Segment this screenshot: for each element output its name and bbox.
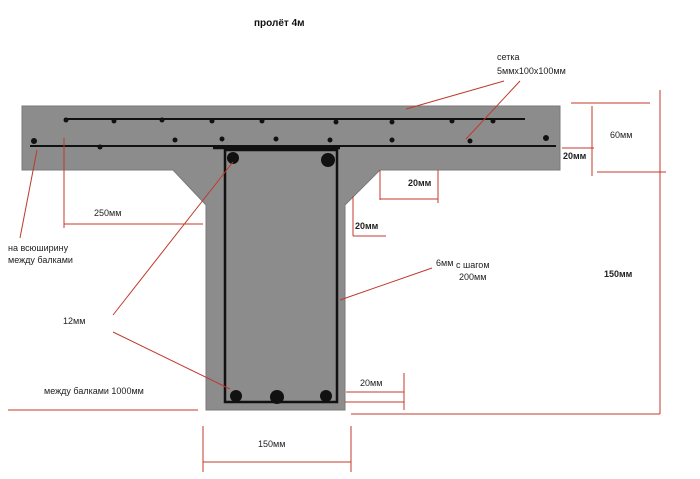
span-title: пролёт 4м xyxy=(254,18,305,29)
full-width-label-line1: на всюширину xyxy=(8,243,69,253)
stirrup-label-line1: 6мм xyxy=(436,258,453,268)
main-bar-label: 12мм xyxy=(63,316,85,326)
mesh-label-line2: 5ммх100х100мм xyxy=(497,66,566,76)
web-width-label: 150мм xyxy=(258,439,285,449)
flange-overhang-label: 250мм xyxy=(94,208,121,218)
slab-top-bars xyxy=(63,117,496,125)
stirrup-label-line2: с шагом xyxy=(456,260,490,270)
dimension-lines xyxy=(8,80,666,472)
full-width-label-line2: между балками xyxy=(8,255,73,265)
cover-bottom-label: 20мм xyxy=(360,378,382,388)
beam-spacing-label: между балками 1000мм xyxy=(44,386,144,396)
mesh-label-line1: сетка xyxy=(497,52,519,62)
stirrup-label-line3: 200мм xyxy=(459,272,486,282)
slab-thickness-label: 60мм xyxy=(610,130,632,140)
haunch-height-label: 20мм xyxy=(355,221,379,231)
slab-bottom-bars xyxy=(31,135,549,150)
tbeam-concrete-section xyxy=(21,105,561,411)
overall-height-label: 150мм xyxy=(604,269,633,279)
haunch-width-label: 20мм xyxy=(408,178,432,188)
cover-top-label: 20мм xyxy=(563,151,587,161)
beam-main-bars xyxy=(227,152,335,404)
